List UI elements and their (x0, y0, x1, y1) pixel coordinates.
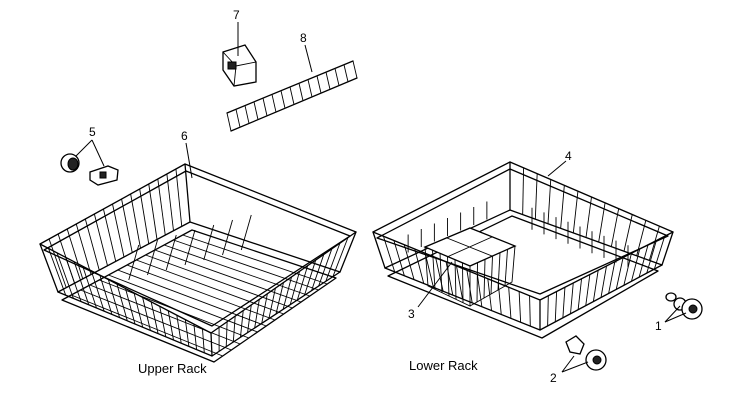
tine (263, 98, 267, 116)
rack-wire (131, 194, 141, 248)
rack-wire (457, 266, 463, 299)
basket-wire (498, 253, 500, 290)
tine (272, 94, 276, 112)
rack-wire (58, 234, 74, 283)
part-3-cutlery-basket (425, 228, 515, 306)
tine (236, 109, 240, 127)
plate-tine (241, 215, 251, 250)
rack-wire (609, 262, 615, 294)
tine (344, 65, 348, 82)
rack-wire (563, 287, 565, 318)
caption-upper-rack: Upper Rack (138, 361, 207, 376)
rack-wire (240, 311, 243, 338)
callout-8: 8 (300, 31, 307, 45)
floor-wire (71, 295, 222, 356)
rack-wire (226, 322, 227, 347)
rack-wire (611, 209, 618, 247)
rack-wire (49, 239, 66, 288)
rack-wire (103, 209, 115, 261)
tine (281, 91, 285, 109)
rack-wire (140, 189, 149, 244)
rack-wire (530, 296, 531, 326)
leader-8 (305, 45, 312, 72)
basket-wire (477, 263, 478, 302)
upper-rack (40, 164, 356, 362)
rack-wire (616, 258, 623, 290)
floor-wire (81, 290, 232, 350)
rack-wire (122, 199, 133, 253)
tine (245, 106, 249, 124)
tine (290, 87, 294, 105)
floor-wire (146, 255, 293, 308)
rack-wire (601, 266, 607, 298)
tine (326, 72, 330, 89)
basket-wire (505, 249, 508, 286)
callout-7: 7 (233, 8, 240, 22)
rack-wire (509, 287, 511, 318)
callout-1: 1 (655, 319, 662, 333)
rack-wire (446, 262, 453, 295)
rack-wire (113, 204, 125, 257)
rack-wire (498, 283, 501, 315)
rack-wire (637, 220, 646, 256)
rack-wire (586, 275, 590, 306)
plate-tine (166, 235, 176, 270)
caption-lower-rack: Lower Rack (409, 358, 478, 373)
rack-wire (578, 279, 581, 310)
tine (254, 102, 258, 120)
part-7-bracket (223, 45, 256, 86)
plate-tine (148, 240, 158, 275)
rack-wire (233, 316, 235, 342)
part-1-wheel (665, 293, 702, 322)
floor-wire (127, 265, 275, 320)
tine (317, 76, 321, 93)
rack-wire (593, 270, 598, 301)
part-2-wheel (562, 336, 606, 372)
floor-wire (99, 280, 249, 338)
plate-tine (185, 230, 195, 265)
basket-wire (491, 256, 493, 294)
rack-wire (571, 283, 574, 314)
part-5-wheel-axle (61, 140, 118, 185)
rack-wire (555, 292, 556, 322)
basket-wire (463, 263, 464, 303)
tine (227, 113, 231, 131)
tine (308, 80, 312, 97)
leader-4 (548, 161, 566, 176)
lower-rack (373, 162, 673, 338)
callout-5: 5 (89, 125, 96, 139)
rack-wire (167, 174, 174, 231)
callout-6: 6 (181, 129, 188, 143)
tine (353, 61, 357, 78)
tine (299, 83, 303, 100)
rack-wire (158, 179, 165, 235)
callout-4: 4 (565, 149, 572, 163)
rack-wire (67, 229, 83, 279)
tine (335, 68, 339, 85)
basket-wire (484, 259, 485, 298)
callout-2: 2 (550, 371, 557, 385)
rack-wire (519, 292, 521, 323)
plate-tine (129, 245, 139, 280)
rack-wire (149, 184, 157, 240)
rack-wire (202, 329, 204, 353)
floor-wire (108, 275, 257, 332)
callout-3: 3 (408, 307, 415, 321)
rack-wire (548, 296, 549, 326)
rack-wire (176, 169, 182, 226)
